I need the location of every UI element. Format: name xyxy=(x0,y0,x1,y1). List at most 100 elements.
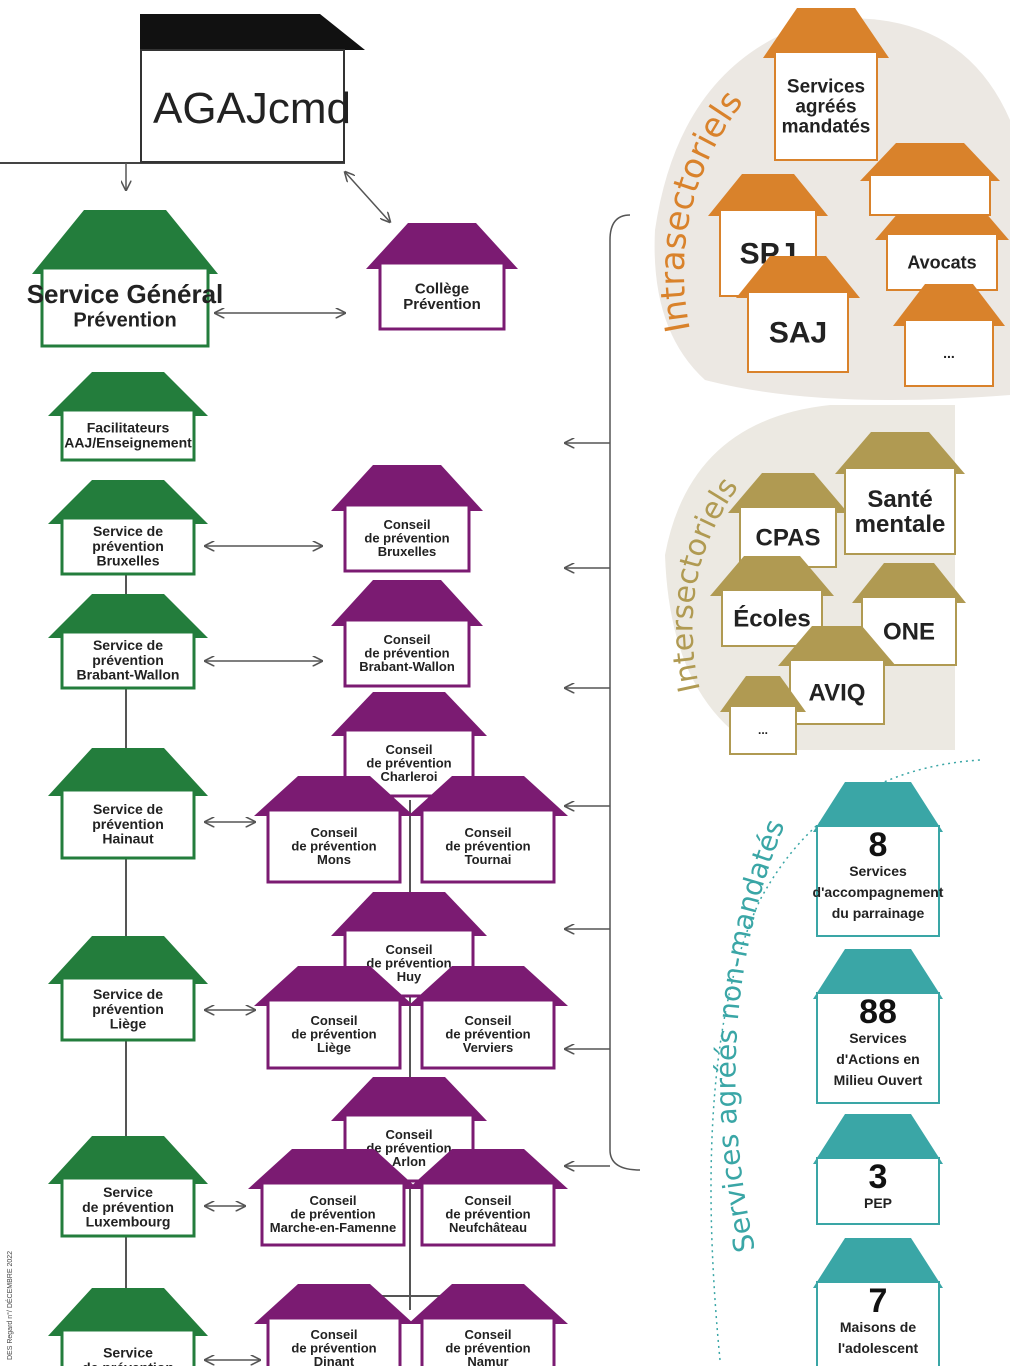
conseil-namur-label-0: Conseil xyxy=(465,1327,512,1342)
service-prevention-liege-body xyxy=(60,976,196,1042)
service-general-prevention-roof xyxy=(32,210,218,274)
conseil-mons-body xyxy=(266,808,402,884)
service-prevention-bruxelles-label-0: Service de xyxy=(93,523,163,539)
conseil-tournai-label-1: de prévention xyxy=(445,839,530,854)
saj-house-label-0: SAJ xyxy=(769,317,827,350)
conseil-dinant-label-0: Conseil xyxy=(311,1327,358,1342)
conseil-brabant-label-2: Brabant-Wallon xyxy=(359,659,455,674)
cpas-house-label-0: CPAS xyxy=(756,524,821,551)
service-prevention-hainaut-body xyxy=(60,788,196,860)
ecoles-house-roof xyxy=(710,556,834,596)
conseil-verviers-body xyxy=(420,998,556,1070)
conseil-brabant-roof xyxy=(331,580,483,626)
facilitateurs-label-0: Facilitateurs xyxy=(87,420,170,436)
non-mandate-house-2-number: 3 xyxy=(869,1158,888,1196)
avocats-house-label-0: Avocats xyxy=(907,252,976,272)
headquarters-box: AGAJcmd xyxy=(140,14,365,163)
service-prevention-brabant-label-0: Service de xyxy=(93,637,163,653)
conseil-charleroi-roof xyxy=(331,692,487,736)
non-mandate-house-0-line-2: du parrainage xyxy=(832,905,925,921)
conseil-marche-roof xyxy=(248,1149,418,1189)
college-prevention-roof xyxy=(366,223,518,269)
conseil-mons-label-2: Mons xyxy=(317,852,351,867)
sante-mentale-house-label-1: mentale xyxy=(855,511,946,538)
conseil-huy-roof xyxy=(331,892,487,936)
service-prevention-hainaut-label-2: Hainaut xyxy=(102,831,154,847)
non-mandate-house-1-roof xyxy=(813,949,943,999)
conseil-dinant-label-2: Dinant xyxy=(314,1354,355,1366)
service-prevention-bruxelles-label-2: Bruxelles xyxy=(96,553,159,569)
hq-roof xyxy=(140,14,365,50)
conseil-bruxelles-body xyxy=(343,503,471,573)
conseil-liege-body xyxy=(266,998,402,1070)
conseil-brabant-label-1: de prévention xyxy=(364,646,449,661)
sante-mentale-house-roof xyxy=(835,432,965,474)
service-prevention-namur-province-label-0: Service xyxy=(103,1345,153,1361)
conseil-arlon-roof xyxy=(331,1077,487,1121)
conseil-charleroi-label-0: Conseil xyxy=(386,742,433,757)
inter-more-house-body xyxy=(729,705,797,755)
conseil-namur-body xyxy=(420,1316,556,1366)
conseil-marche-body xyxy=(260,1181,406,1247)
conseil-arlon-label-0: Conseil xyxy=(386,1127,433,1142)
conseil-dinant-body xyxy=(266,1316,402,1366)
cpas-house-roof xyxy=(728,473,848,513)
conseil-marche-label-2: Marche-en-Famenne xyxy=(270,1220,396,1235)
one-house-roof xyxy=(852,563,966,603)
college-prevention-body xyxy=(378,261,506,331)
non-mandate-house-0-number: 8 xyxy=(869,826,888,864)
conseil-mons-label-0: Conseil xyxy=(311,825,358,840)
conseil-namur-label-1: de prévention xyxy=(445,1341,530,1356)
conseil-mons-label-1: de prévention xyxy=(291,839,376,854)
conseil-namur-label-2: Namur xyxy=(467,1354,508,1366)
conseil-neufchateau-label-0: Conseil xyxy=(465,1193,512,1208)
conseil-arlon-label-2: Arlon xyxy=(392,1154,426,1169)
avocats-house-body xyxy=(886,233,998,291)
college-prevention-label-1: Prévention xyxy=(403,296,481,313)
conseil-dinant-roof xyxy=(254,1284,414,1324)
services-agrees-mandates-label-1: agréés xyxy=(795,97,856,118)
conseil-liege-roof xyxy=(254,966,414,1006)
sante-mentale-house-body xyxy=(844,467,956,555)
non-mandate-house-0-body xyxy=(816,825,940,937)
conseil-bruxelles-roof xyxy=(331,465,483,511)
non-mandate-house-0-line-1: d'accompagnement xyxy=(813,884,944,900)
conseil-mons-roof xyxy=(254,776,414,816)
conseil-tournai-label-2: Tournai xyxy=(465,852,512,867)
intra-more-house-label-0: ... xyxy=(943,345,955,361)
non-mandate-house-1-line-0: Services xyxy=(849,1030,907,1046)
conseil-brabant-body xyxy=(343,618,471,688)
intra-empty-house-body xyxy=(869,174,991,216)
conseil-neufchateau-label-1: de prévention xyxy=(445,1207,530,1222)
service-general-prevention-label-1: Prévention xyxy=(73,309,176,331)
conseil-arlon-label-1: de prévention xyxy=(366,1141,451,1156)
non-mandate-house-3-number: 7 xyxy=(869,1282,888,1320)
service-prevention-luxembourg-label-2: Luxembourg xyxy=(86,1214,171,1230)
intra-more-house: ... xyxy=(893,284,1005,387)
service-prevention-luxembourg-body xyxy=(60,1176,196,1238)
facilitateurs-roof xyxy=(48,372,208,416)
service-general-prevention-body xyxy=(40,266,210,348)
aviq-house-roof xyxy=(778,626,896,666)
aviq-house: AVIQ xyxy=(778,626,896,725)
service-prevention-namur-province-label-1: de prévention xyxy=(82,1359,174,1366)
non-mandate-house-1-number: 88 xyxy=(859,993,897,1031)
spj-house-roof xyxy=(708,174,828,216)
facilitateurs-body xyxy=(60,408,196,462)
conseil-charleroi-label-1: de prévention xyxy=(366,756,451,771)
one-house-label-0: ONE xyxy=(883,618,935,645)
intra-more-house-roof xyxy=(893,284,1005,326)
conseil-liege-label-2: Liège xyxy=(317,1040,351,1055)
service-prevention-liege-label-2: Liège xyxy=(110,1016,147,1032)
